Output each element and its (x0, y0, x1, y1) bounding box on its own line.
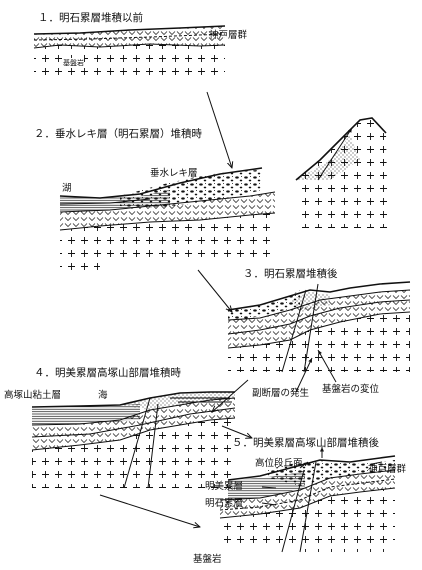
subfault-label: 副断層の発生 (252, 387, 310, 399)
kobe-group-label-5: 神戸層群 (368, 463, 407, 475)
basement-label-1: 基盤岩 (63, 58, 84, 67)
takatsukayama-clay-layer (32, 404, 140, 425)
akashi-formation-4 (32, 398, 235, 450)
arrow-basement-pointer (99, 494, 200, 527)
step-1-title: １．明石累層堆積以前 (38, 11, 143, 24)
step-2-title: ２．垂水レキ層（明石累層）堆積時 (34, 127, 202, 140)
step-5-section: ５．明美累層高塚山部層堆積後 高位段丘面 神戸層群 明美累層 明石累層 基盤岩 (193, 436, 407, 565)
high-terrace-label: 高位段丘面 (255, 457, 303, 469)
kobe-group-layer-1 (34, 26, 225, 48)
step-3-title: ３．明石累層堆積後 (243, 267, 338, 280)
akashi-formation-5 (220, 470, 395, 518)
basement-rock-3 (228, 312, 410, 372)
fault-line-5a (299, 461, 317, 553)
basement-rock-5 (220, 488, 395, 552)
tarumi-gravel-label: 垂水レキ層 (150, 167, 198, 179)
arrow-4-to-5 (221, 425, 252, 438)
akashi-formation-3 (228, 290, 300, 320)
fault-line-4a (123, 397, 151, 489)
step-4-title: ４．明美累層高塚山部層堆積時 (34, 366, 181, 379)
basement-displacement-label: 基盤岩の変位 (322, 383, 380, 395)
kobe-group-label-1: 神戸層群 (209, 29, 248, 41)
step-2-section: ２．垂水レキ層（明石累層）堆積時 垂水レキ層 湖 (34, 117, 388, 270)
step-5-title: ５．明美累層高塚山部層堆積後 (232, 436, 379, 449)
arrow-1-to-2 (206, 91, 232, 168)
fault-line-3a (303, 283, 319, 373)
kobe-group-layer-2 (60, 192, 275, 230)
basement-rock-4 (32, 418, 235, 488)
step-4-section: ４．明美累層高塚山部層堆積時 高塚山粘土層 海 (4, 366, 236, 489)
step-1-section: １．明石累層堆積以前 神戸層群 基盤岩 (33, 11, 248, 80)
basement-label-5: 基盤岩 (193, 553, 222, 565)
basement-hill (296, 118, 388, 228)
arrow-2-to-3 (197, 269, 232, 312)
basement-rock-1 (34, 44, 225, 80)
takatsukayama-clay-label: 高塚山粘土層 (4, 389, 61, 401)
akemi-formation-label: 明美累層 (205, 480, 243, 492)
step-3-section: ３．明石累層堆積後 副断層の発生 基盤岩の変位 (227, 267, 411, 399)
basement-rock-2 (60, 213, 275, 270)
lake-label: 湖 (62, 183, 72, 194)
akashi-formation-label: 明石累層 (205, 498, 243, 509)
sea-label: 海 (98, 389, 108, 401)
